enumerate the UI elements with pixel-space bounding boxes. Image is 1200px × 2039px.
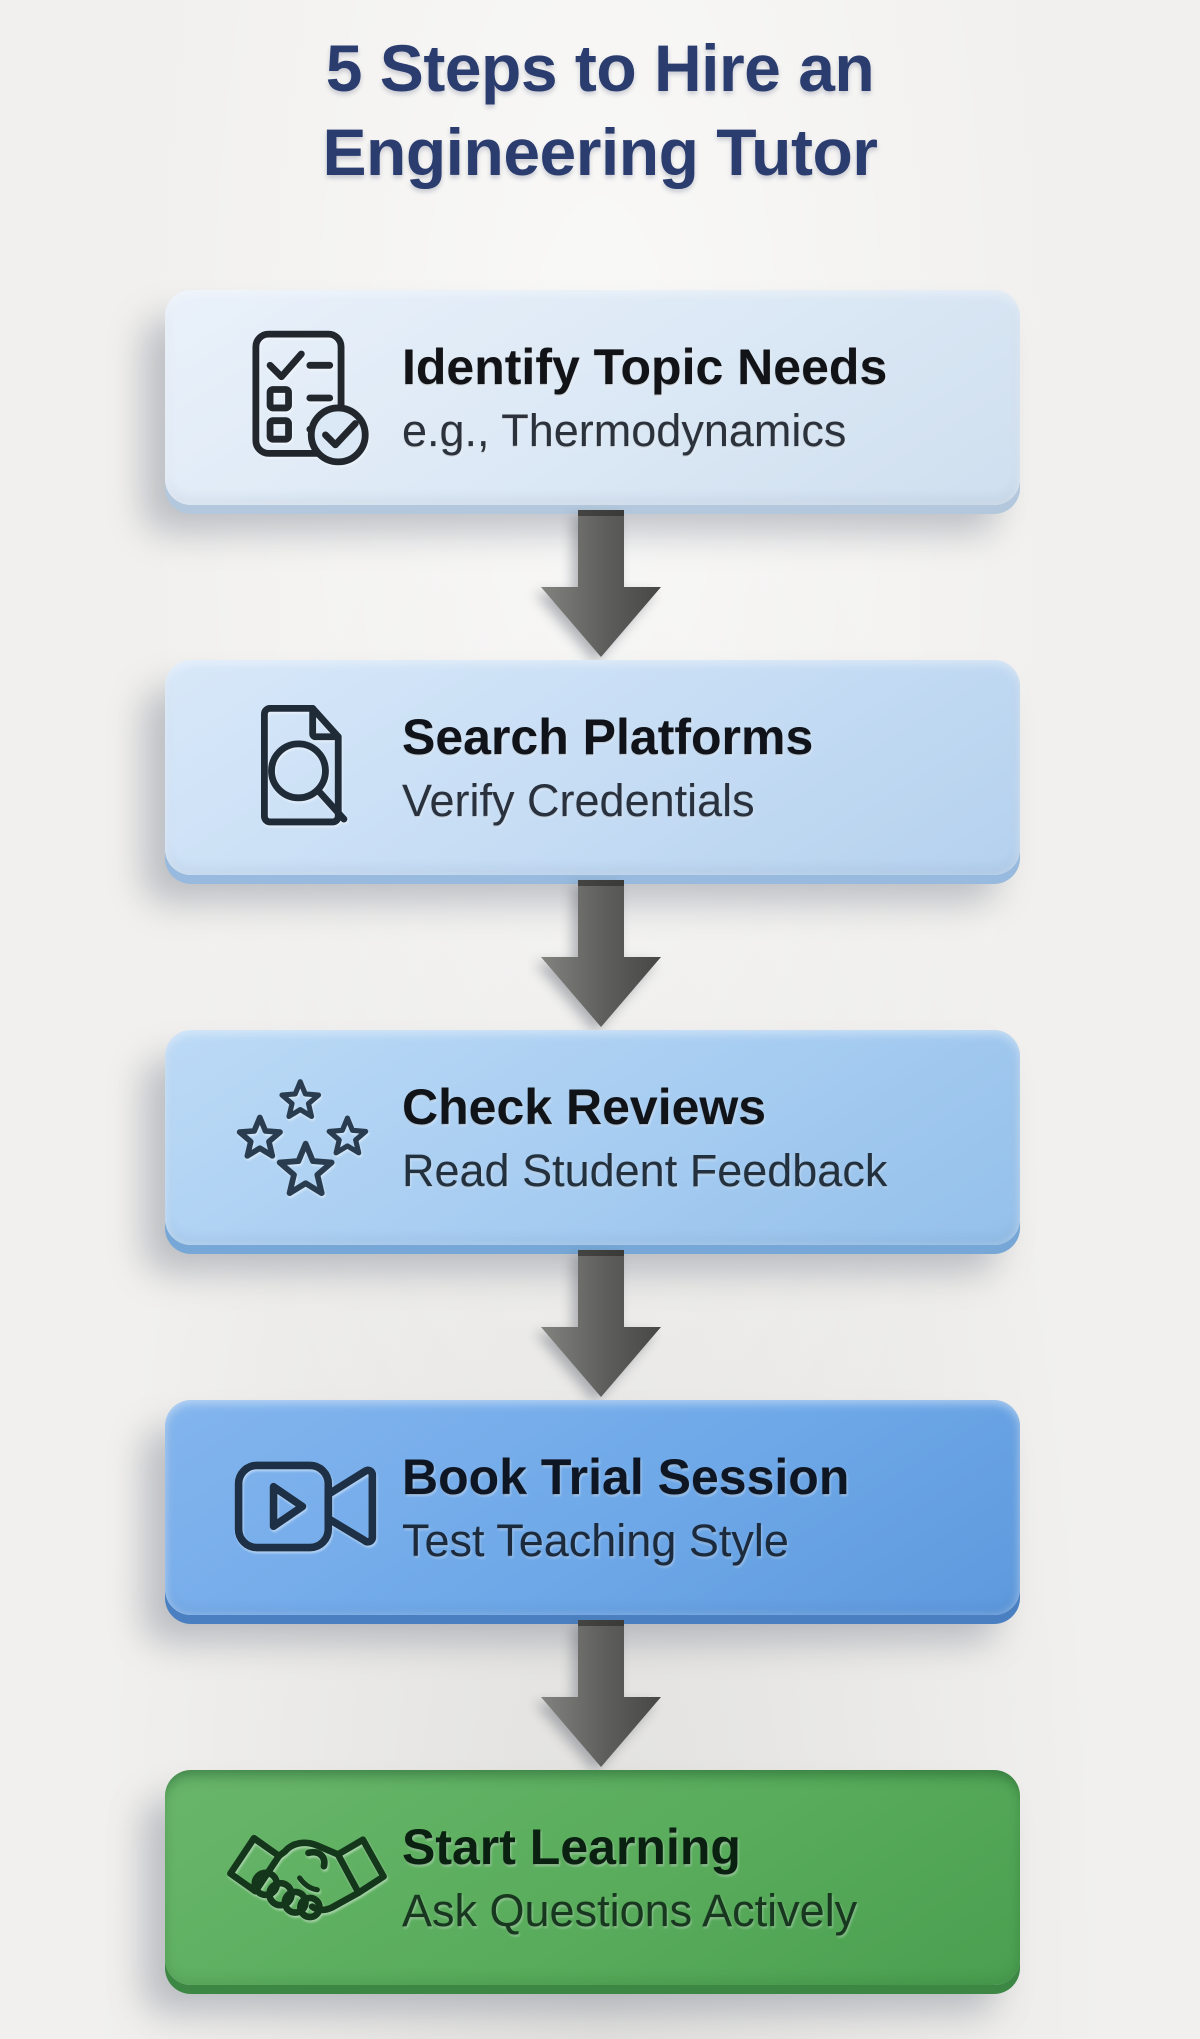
step-title: Book Trial Session: [402, 1448, 850, 1505]
step-title: Check Reviews: [402, 1078, 767, 1135]
step-subtitle: e.g., Thermodynamics: [402, 405, 847, 457]
page-title-line1: 5 Steps to Hire an: [325, 31, 875, 105]
step-card-3: Check Reviews Read Student Feedback: [165, 1030, 1020, 1245]
step-card-4: Book Trial Session Test Teaching Style: [165, 1400, 1020, 1615]
step-subtitle: Test Teaching Style: [402, 1515, 789, 1567]
step-card-1: Identify Topic Needs e.g., Thermodynamic…: [165, 290, 1020, 505]
handshake-icon: [209, 1770, 404, 1985]
step-subtitle: Verify Credentials: [402, 775, 755, 827]
document-search-icon: [209, 660, 404, 875]
down-arrow-icon: [539, 1619, 663, 1769]
step-title: Start Learning: [402, 1818, 741, 1875]
down-arrow-icon: [539, 509, 663, 659]
step-title: Search Platforms: [402, 708, 814, 765]
page-title-line2: Engineering Tutor: [322, 115, 878, 189]
step-card-2: Search Platforms Verify Credentials: [165, 660, 1020, 875]
stars-icon: [209, 1030, 404, 1245]
step-title: Identify Topic Needs: [402, 338, 888, 395]
step-subtitle: Read Student Feedback: [402, 1145, 888, 1197]
video-camera-icon: [209, 1400, 404, 1615]
down-arrow-icon: [539, 1249, 663, 1399]
step-card-5: Start Learning Ask Questions Actively: [165, 1770, 1020, 1985]
checklist-icon: [209, 290, 404, 505]
page-title: 5 Steps to Hire an Engineering Tutor: [0, 26, 1200, 194]
down-arrow-icon: [539, 879, 663, 1029]
step-subtitle: Ask Questions Actively: [402, 1885, 858, 1937]
